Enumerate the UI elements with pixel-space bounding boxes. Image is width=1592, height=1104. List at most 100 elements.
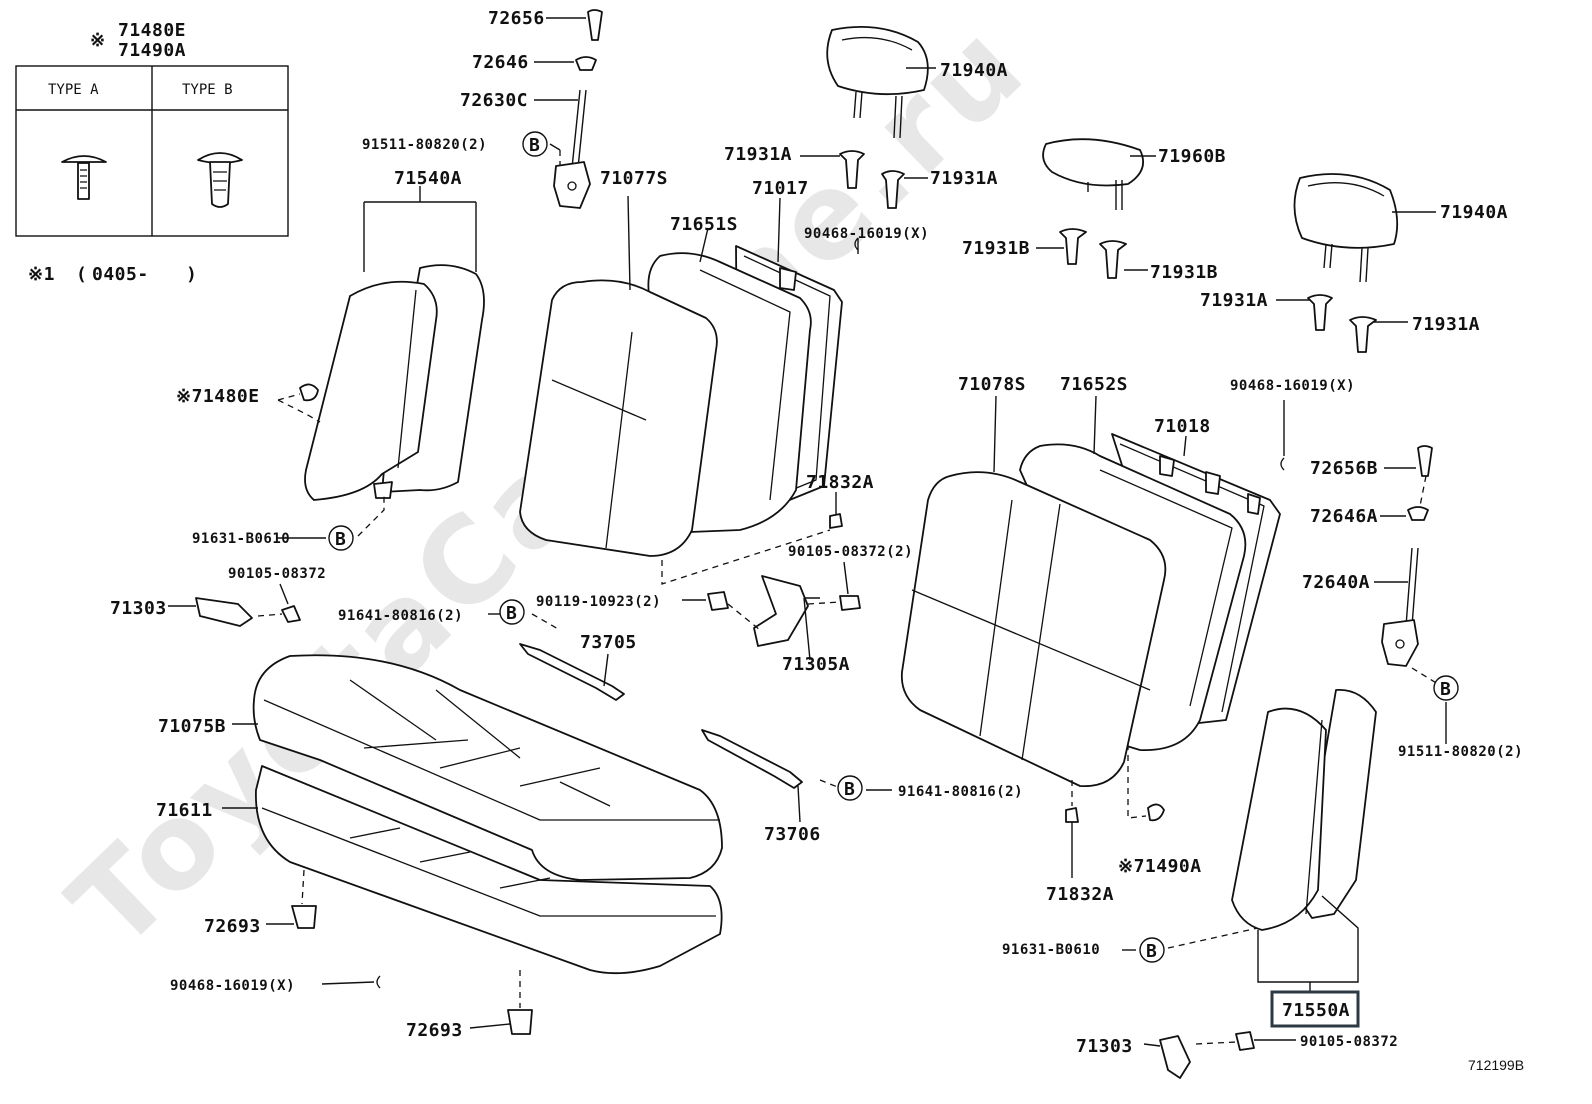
part-label-90105-08372-right[interactable]: 90105-08372 [1300, 1034, 1398, 1050]
part-label-71931a-1[interactable]: 71931A [724, 144, 792, 165]
type-legend: ※ 71480E 71490A TYPE A TYPE B [15, 20, 289, 237]
part-label-72693-upper[interactable]: 72693 [204, 916, 261, 937]
left-lock-assembly-drawing [553, 9, 603, 209]
callout-b-6: B [1146, 941, 1157, 962]
part-label-71305a[interactable]: 71305A [782, 654, 850, 675]
part-label-71303-right[interactable]: 71303 [1076, 1036, 1133, 1057]
part-label-71940a-left[interactable]: 71940A [940, 60, 1008, 81]
part-label-71490a[interactable]: ※71490A [1118, 856, 1202, 877]
part-label-91511-80820-right[interactable]: 91511-80820(2) [1398, 744, 1523, 760]
part-label-72693-lower[interactable]: 72693 [406, 1020, 463, 1041]
seatback-right-cover-drawing [900, 471, 1167, 787]
part-label-72656b[interactable]: 72656B [1310, 458, 1378, 479]
callout-b-3: B [506, 603, 517, 624]
part-label-71832a-upper[interactable]: 71832A [806, 472, 874, 493]
hinge-73705-icon [519, 643, 625, 701]
right-lock-assembly-drawing [1381, 445, 1433, 667]
part-label-71940a-right[interactable]: 71940A [1440, 202, 1508, 223]
cap-72693-lower-icon [507, 1009, 533, 1035]
cap-71832a-upper-icon [829, 513, 843, 529]
note-mark: ※1 [28, 264, 55, 285]
diagram-id: 712199B [1468, 1057, 1524, 1073]
part-label-91641-80816-lower[interactable]: 91641-80816(2) [898, 784, 1023, 800]
callout-b-1: B [529, 135, 540, 156]
bracket-71303-right-icon [1159, 1035, 1191, 1079]
part-label-71931b-2[interactable]: 71931B [1150, 262, 1218, 283]
headrest-center-drawing [1042, 138, 1144, 210]
bolt-90105-mid-icon [839, 595, 861, 611]
headrest-left-drawing [826, 25, 929, 139]
bolt-90119-icon [707, 591, 729, 611]
cap-72693-upper-icon [291, 905, 317, 929]
part-label-71303-left[interactable]: 71303 [110, 598, 167, 619]
part-label-72640a[interactable]: 72640A [1302, 572, 1370, 593]
dashed-leaders [257, 150, 1439, 1045]
part-number-labels: 72656 72646 72630C 91511-80820(2) 71540A… [110, 8, 1523, 1057]
fastener-drawings [195, 383, 1255, 1079]
part-label-71480e[interactable]: ※71480E [176, 386, 260, 407]
part-label-71075b[interactable]: 71075B [158, 716, 226, 737]
hook-clip-bottom-icon [376, 975, 381, 989]
leader-lines [168, 17, 1447, 1047]
seat-cushion-cover-drawing [252, 654, 723, 881]
legend-part-71490a: 71490A [118, 40, 186, 61]
clip-71490a-icon [1147, 803, 1165, 822]
part-label-71832a-lower[interactable]: 71832A [1046, 884, 1114, 905]
seatback-left-cover-drawing [519, 279, 718, 557]
part-label-71611[interactable]: 71611 [156, 800, 213, 821]
part-label-90468-16019-right[interactable]: 90468-16019(X) [1230, 378, 1355, 394]
part-label-90119-10923[interactable]: 90119-10923(2) [536, 594, 661, 610]
part-label-91631-b0610-left[interactable]: 91631-B0610 [192, 531, 290, 547]
part-label-90468-16019-bottom[interactable]: 90468-16019(X) [170, 978, 295, 994]
part-label-71960b[interactable]: 71960B [1158, 146, 1226, 167]
part-label-71078s[interactable]: 71078S [958, 374, 1026, 395]
part-label-91631-b0610-right[interactable]: 91631-B0610 [1002, 942, 1100, 958]
drawings [168, 9, 1459, 1079]
bolt-90105-right-icon [1235, 1031, 1255, 1051]
b-callouts [328, 131, 1459, 963]
part-label-91511-80820-left[interactable]: 91511-80820(2) [362, 137, 487, 153]
legend-type-a: TYPE A [48, 82, 99, 98]
part-label-71018[interactable]: 71018 [1154, 416, 1211, 437]
part-label-90105-08372-mid[interactable]: 90105-08372(2) [788, 544, 913, 560]
part-label-72656[interactable]: 72656 [488, 8, 545, 29]
part-label-72646[interactable]: 72646 [472, 52, 529, 73]
type-b-clip-icon [197, 152, 243, 208]
part-label-90105-08372-left[interactable]: 90105-08372 [228, 566, 326, 582]
hinge-73706-icon [701, 729, 803, 789]
legend-mark: ※ [90, 30, 106, 51]
note-open: ( [76, 264, 87, 285]
part-label-90468-16019-top[interactable]: 90468-16019(X) [804, 226, 929, 242]
right-side-bolster-drawing [1231, 689, 1377, 931]
part-label-71017[interactable]: 71017 [752, 178, 809, 199]
part-label-71652s[interactable]: 71652S [1060, 374, 1128, 395]
part-label-73706[interactable]: 73706 [764, 824, 821, 845]
cap-71832a-lower-icon [1065, 807, 1079, 823]
part-label-71550a[interactable]: 71550A [1282, 1000, 1350, 1021]
headrest-guide-drawings [839, 150, 1377, 353]
part-label-71931a-3[interactable]: 71931A [1200, 290, 1268, 311]
headrest-right-drawing [1293, 173, 1399, 283]
part-label-71931a-4[interactable]: 71931A [1412, 314, 1480, 335]
part-label-71540a[interactable]: 71540A [394, 168, 462, 189]
bracket-71305a-icon [753, 575, 809, 647]
legend-part-71480e: 71480E [118, 20, 186, 41]
seat-cushion-pad-drawing [255, 765, 723, 975]
part-label-72630c[interactable]: 72630C [460, 90, 528, 111]
part-label-72646a[interactable]: 72646A [1310, 506, 1378, 527]
legend-type-b: TYPE B [182, 82, 233, 98]
part-label-73705[interactable]: 73705 [580, 632, 637, 653]
hook-clip-right-icon [1280, 457, 1285, 471]
bracket-71303-left-icon [195, 597, 253, 627]
callout-b-2: B [335, 529, 346, 550]
part-label-71651s[interactable]: 71651S [670, 214, 738, 235]
hook-clip-top-icon [854, 237, 859, 251]
applicability-note: ※1 ( 0405- ) [28, 264, 197, 285]
part-label-71931a-2[interactable]: 71931A [930, 168, 998, 189]
part-label-71931b-1[interactable]: 71931B [962, 238, 1030, 259]
callout-b-5: B [1440, 679, 1451, 700]
part-label-91641-80816-upper[interactable]: 91641-80816(2) [338, 608, 463, 624]
left-side-bolster-drawing [304, 264, 485, 501]
part-label-71077s[interactable]: 71077S [600, 168, 668, 189]
